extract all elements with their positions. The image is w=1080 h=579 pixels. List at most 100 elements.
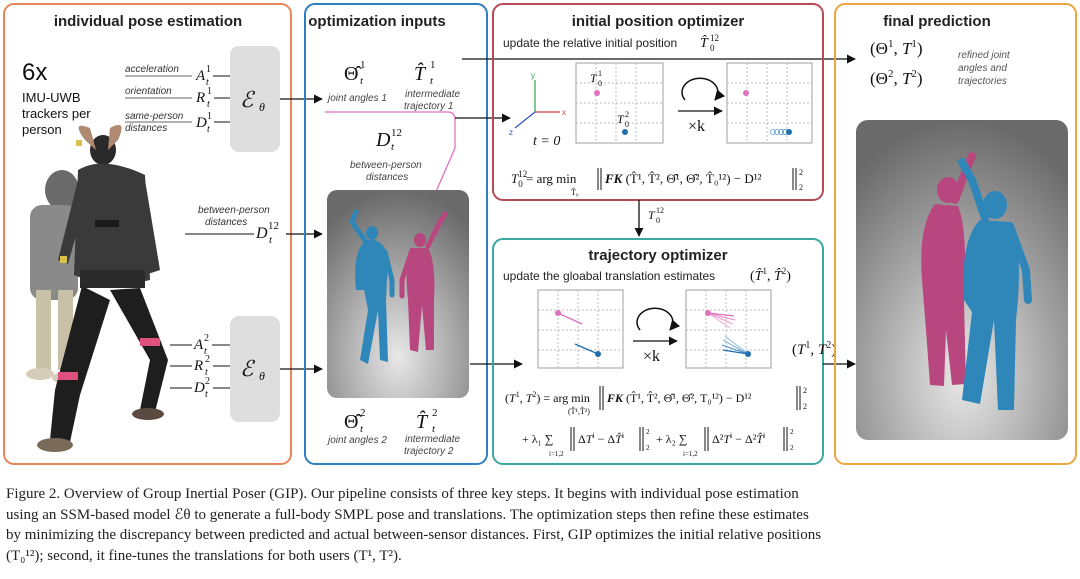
svg-text:1: 1 <box>207 86 212 97</box>
svg-text:12: 12 <box>710 33 719 43</box>
svg-text:Θ̂: Θ̂ <box>344 411 362 433</box>
svg-text:0: 0 <box>625 120 629 129</box>
body-magenta-input <box>399 211 448 352</box>
svg-text:2: 2 <box>360 407 366 419</box>
label-intermediate-1b: trajectory 1 <box>404 101 453 112</box>
svg-text:t: t <box>432 423 436 435</box>
svg-text:2: 2 <box>790 444 794 452</box>
panel-trajectory-title: trajectory optimizer <box>588 247 727 264</box>
final-note-3: trajectories <box>958 76 1007 87</box>
svg-text:Δ²Ti − Δ²T̂i: Δ²Ti − Δ²T̂i <box>712 431 766 446</box>
svg-text:t: t <box>360 75 364 87</box>
panel-trajectory <box>492 238 824 465</box>
figure-caption: Figure 2. Overview of Group Inertial Pos… <box>6 484 1074 566</box>
svg-text:FK (T̂¹, T̂², Θ̂¹, Θ̂², T̂₀¹²): FK (T̂¹, T̂², Θ̂¹, Θ̂², T̂₀¹²) − D¹² <box>604 171 762 186</box>
svg-text:D: D <box>195 115 207 131</box>
people-photo <box>26 124 168 452</box>
label-joint-angles-2: joint angles 2 <box>326 435 387 446</box>
svg-text:D: D <box>375 129 391 151</box>
svg-text:0: 0 <box>710 43 715 53</box>
formula-trajectory: (T1, T2) = arg min (T̂¹,T̂²) FK (T̂¹, T̂… <box>505 386 807 458</box>
svg-text:T: T <box>648 208 656 222</box>
svg-text:2: 2 <box>803 386 807 395</box>
svg-text:2: 2 <box>799 183 803 192</box>
svg-text:y: y <box>531 71 535 80</box>
encoder-symbol-1: ℰ <box>240 87 256 112</box>
grid-initial-after <box>726 62 813 144</box>
body-blue-input <box>349 209 395 364</box>
svg-text:(T̂¹,T̂²): (T̂¹,T̂²) <box>568 405 590 416</box>
final-pair-2: (Θ2, T2) <box>870 68 923 88</box>
svg-text:A: A <box>193 337 204 353</box>
grid-trajectory-after <box>685 289 772 369</box>
svg-text:0: 0 <box>656 216 660 225</box>
svg-text:x: x <box>562 108 566 117</box>
svg-text:0: 0 <box>598 79 602 88</box>
svg-text:+ λ₁ ∑: + λ₁ ∑ <box>522 432 553 446</box>
output-trajectories: (T1, T2) <box>792 340 836 358</box>
body-blue-final <box>958 158 1032 410</box>
tracker-count: 6x <box>22 59 47 86</box>
svg-text:1: 1 <box>207 111 212 122</box>
label-intermediate-1a: intermediate <box>405 89 460 100</box>
label-intermediate-2a: intermediate <box>405 434 460 445</box>
svg-text:2: 2 <box>205 354 210 365</box>
panel-final-title: final prediction <box>883 13 991 30</box>
label-acceleration: acceleration <box>125 64 179 75</box>
label-distances: distances <box>125 123 167 134</box>
svg-text:2: 2 <box>790 428 794 436</box>
label-orientation: orientation <box>125 86 172 97</box>
label-between-dist-a: between-person <box>350 160 422 171</box>
label-intermediate-2b: trajectory 2 <box>404 446 454 457</box>
pink-connector <box>325 111 456 211</box>
svg-text:t: t <box>360 423 364 435</box>
encoder-inputs-person-2: A 2 t R 2 t D 2 t <box>170 333 230 400</box>
svg-text:z: z <box>509 128 513 137</box>
label-between-dist-b: distances <box>366 172 408 183</box>
svg-text:R: R <box>193 358 203 374</box>
svg-text:t: t <box>205 389 208 400</box>
final-note-2: angles and <box>958 63 1007 74</box>
svg-text:+ λ₂ ∑: + λ₂ ∑ <box>656 432 687 446</box>
svg-text:2: 2 <box>204 333 209 344</box>
svg-text:T̂: T̂ <box>416 410 429 433</box>
grid-trajectory-before <box>537 289 624 369</box>
panel-optimization-inputs <box>304 3 488 465</box>
times-k-initial: ×k <box>688 118 705 135</box>
svg-text:t: t <box>269 234 273 246</box>
encoder-block-2 <box>230 316 280 422</box>
svg-text:Θ̂: Θ̂ <box>344 63 362 85</box>
svg-text:ΔTi − ΔT̂i: ΔTi − ΔT̂i <box>578 431 625 446</box>
svg-text:1: 1 <box>360 59 366 71</box>
panel-individual-title: individual pose estimation <box>54 13 242 30</box>
svg-text:t: t <box>207 99 210 110</box>
svg-text:FK (T̂¹, T̂², Θ̂¹, Θ̂², T₀¹²): FK (T̂¹, T̂², Θ̂¹, Θ̂², T₀¹²) − D¹² <box>606 391 752 405</box>
panel-initial-position <box>492 3 824 201</box>
caption-line-1: Figure 2. Overview of Group Inertial Pos… <box>6 486 799 502</box>
svg-text:1: 1 <box>598 69 602 78</box>
device-line-1: IMU-UWB <box>22 90 81 105</box>
svg-text:i=1,2: i=1,2 <box>683 450 698 458</box>
svg-text:12: 12 <box>391 127 402 139</box>
svg-text:T̂: T̂ <box>700 35 709 51</box>
panel-inputs-title: optimization inputs <box>308 13 445 30</box>
svg-text:2: 2 <box>205 376 210 387</box>
svg-text:θ: θ <box>259 369 265 383</box>
svg-text:i=1,2: i=1,2 <box>549 450 564 458</box>
svg-text:A: A <box>195 68 206 84</box>
svg-text:2: 2 <box>646 428 650 436</box>
caption-line-4: (T₀¹²); second, it fine-tunes the transl… <box>6 547 402 564</box>
label-between-distances: distances <box>205 217 247 228</box>
svg-text:2: 2 <box>803 402 807 411</box>
svg-text:t: t <box>391 141 395 153</box>
svg-text:t: t <box>205 367 208 378</box>
caption-line-2: using an SSM-based model ℰθ to generate … <box>6 506 809 523</box>
render-inputs <box>327 190 469 398</box>
caption-line-3: by minimizing the discrepancy between pr… <box>6 527 822 543</box>
encoder-inputs-person-1: acceleration orientation same-person dis… <box>125 64 230 135</box>
svg-text:T: T <box>590 71 598 85</box>
device-line-2: trackers per <box>22 106 91 121</box>
label-same-person: same-person <box>125 111 184 122</box>
svg-text:(T̂1, T̂2): (T̂1, T̂2) <box>750 266 791 284</box>
